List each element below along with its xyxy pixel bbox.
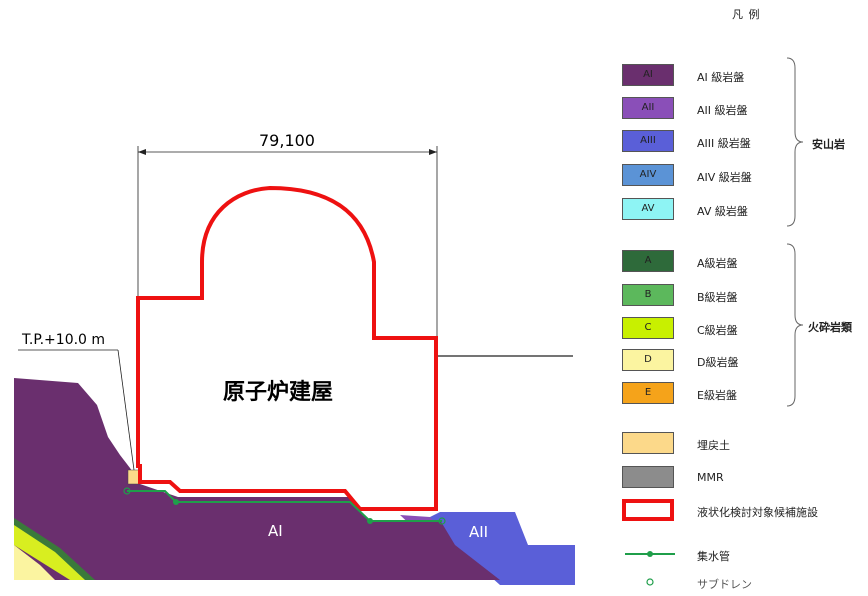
drain-pipe-symbol-node — [647, 551, 653, 557]
brace-pyroclastic — [786, 243, 804, 407]
legend-swatch-b: B — [622, 284, 674, 306]
dimension-arrow-right — [429, 149, 437, 155]
legend-label-drain-pipe: 集水管 — [697, 550, 730, 563]
subdrain-symbol — [646, 578, 654, 586]
legend-swatch-aii: AII — [622, 97, 674, 119]
layer-yellow — [14, 525, 85, 580]
legend-label-a: A級岩盤 — [697, 257, 738, 270]
legend-swatch-ai: AI — [622, 64, 674, 86]
zone-aii-label: AII — [469, 523, 488, 541]
elevation-top-leader — [117, 349, 135, 471]
drain-pipe — [127, 490, 442, 522]
reactor-building-outline — [136, 185, 438, 511]
legend-swatch-aiii: AIII — [622, 130, 674, 152]
legend-drain-symbols — [625, 551, 675, 586]
legend-label-aii: AII 級岩盤 — [697, 104, 748, 117]
legend-swatch-backfill — [622, 432, 674, 454]
layer-ai — [14, 378, 500, 580]
legend-label-backfill: 埋戻土 — [697, 439, 730, 452]
drain-node — [173, 499, 179, 505]
legend-swatch-aiv: AIV — [622, 164, 674, 186]
legend-swatch-mmr — [622, 466, 674, 488]
legend-label-subdrain: サブドレン — [697, 578, 752, 591]
legend-swatch-d: D — [622, 349, 674, 371]
building-label: 原子炉建屋 — [223, 380, 333, 405]
legend-label-mmr: MMR — [697, 471, 724, 484]
layer-green — [14, 518, 95, 580]
legend-swatch-a: A — [622, 250, 674, 272]
layer-lightyellow — [14, 545, 55, 580]
brace-andesite — [786, 57, 804, 227]
legend-label-av: AV 級岩盤 — [697, 205, 748, 218]
legend-label-e: E級岩盤 — [697, 389, 737, 402]
legend-swatch-av: AV — [622, 198, 674, 220]
legend-label-ai: AI 級岩盤 — [697, 71, 745, 84]
layer-aiii — [430, 512, 575, 585]
elevation-top-label: T.P.+10.0 m — [21, 332, 105, 348]
dimension-arrow-left — [138, 149, 146, 155]
legend-label-aiii: AIII 級岩盤 — [697, 137, 751, 150]
legend-swatch-e: E — [622, 382, 674, 404]
legend-label-liquefaction: 液状化検討対象候補施設 — [697, 506, 818, 519]
subdrain-point — [438, 517, 446, 525]
legend-label-c: C級岩盤 — [697, 324, 738, 337]
legend-label-b: B級岩盤 — [697, 291, 738, 304]
dimension-label: 79,100 — [259, 131, 315, 150]
group-label-pyroclastic: 火砕岩類 — [808, 321, 852, 334]
legend-swatch-liquefaction — [622, 499, 674, 521]
group-label-andesite: 安山岩 — [812, 138, 845, 151]
legend-title: 凡 例 — [732, 8, 761, 21]
subdrain-point — [123, 487, 131, 495]
zone-ai-label: AI — [268, 522, 283, 540]
legend-swatch-c: C — [622, 317, 674, 339]
legend-label-d: D級岩盤 — [697, 356, 739, 369]
drain-node — [367, 518, 373, 524]
legend-label-aiv: AIV 級岩盤 — [697, 171, 752, 184]
